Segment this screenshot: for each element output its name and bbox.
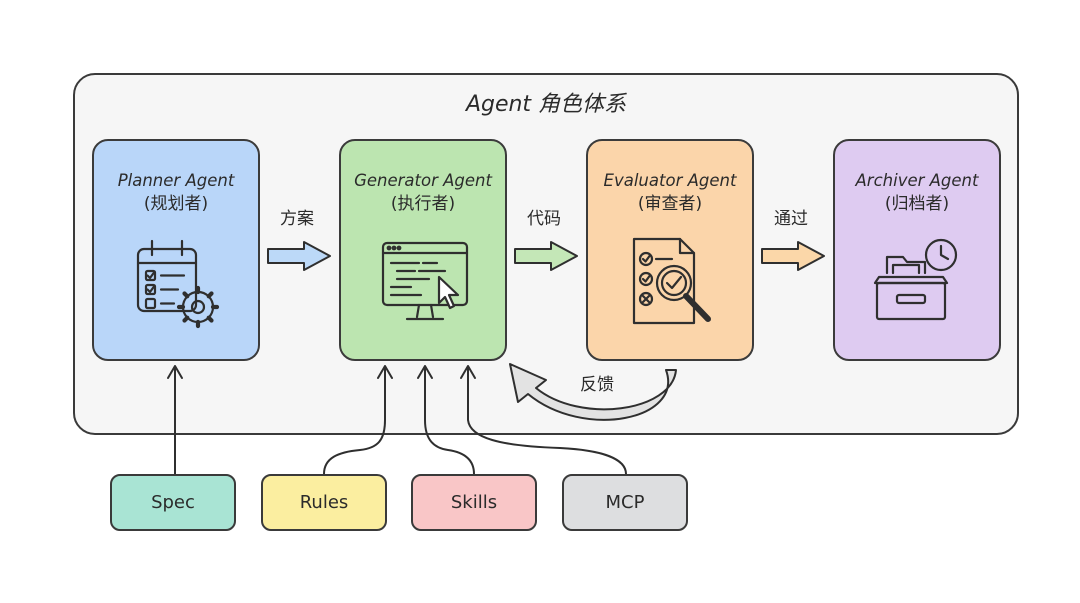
archiver-agent-role: (归档者) [884, 194, 950, 214]
rules-source-box: Rules [261, 474, 387, 531]
rules-to-generator-connector [323, 367, 386, 475]
generator-agent-role: (执行者) [390, 194, 456, 214]
archiver-agent-name: Archiver Agent [855, 171, 979, 190]
spec-label: Spec [151, 492, 195, 513]
skills-label: Skills [450, 492, 498, 513]
mcp-source-box: MCP [562, 474, 688, 531]
flow-label-plan: 方案 [280, 209, 314, 229]
checklist-magnifier-icon [632, 237, 711, 325]
arrow-planner-to-generator [267, 241, 331, 271]
arrow-generator-to-evaluator [514, 241, 578, 271]
calendar-gear-icon [136, 239, 220, 329]
evaluator-agent-card: Evaluator Agent (审查者) [586, 139, 754, 361]
evaluator-agent-role: (审查者) [637, 194, 703, 214]
rules-label: Rules [299, 492, 349, 513]
skills-to-generator-arrowhead [417, 365, 433, 379]
monitor-code-cursor-icon [381, 241, 469, 321]
archiver-agent-card: Archiver Agent (归档者) [833, 139, 1001, 361]
skills-to-generator-connector [424, 367, 475, 475]
planner-agent-card: Planner Agent (规划者) [92, 139, 260, 361]
planner-agent-name: Planner Agent [117, 171, 235, 190]
archive-box-clock-icon [873, 238, 958, 321]
diagram-title: Agent 角色体系 [465, 92, 627, 117]
arrow-evaluator-to-archiver [761, 241, 825, 271]
generator-agent-card: Generator Agent (执行者) [339, 139, 507, 361]
feedback-arrow-evaluator-to-generator [509, 363, 677, 421]
flow-label-feedback: 反馈 [580, 375, 614, 395]
evaluator-agent-name: Evaluator Agent [603, 171, 737, 190]
generator-agent-name: Generator Agent [354, 171, 492, 190]
mcp-label: MCP [605, 492, 645, 513]
rules-to-generator-arrowhead [377, 365, 393, 379]
skills-source-box: Skills [411, 474, 537, 531]
spec-source-box: Spec [110, 474, 236, 531]
mcp-to-generator-arrowhead [460, 365, 476, 379]
flow-label-pass: 通过 [774, 209, 808, 229]
spec-to-planner-arrowhead [167, 365, 183, 379]
flow-label-code: 代码 [527, 209, 561, 229]
planner-agent-role: (规划者) [143, 194, 209, 214]
mcp-to-generator-connector [467, 367, 627, 475]
